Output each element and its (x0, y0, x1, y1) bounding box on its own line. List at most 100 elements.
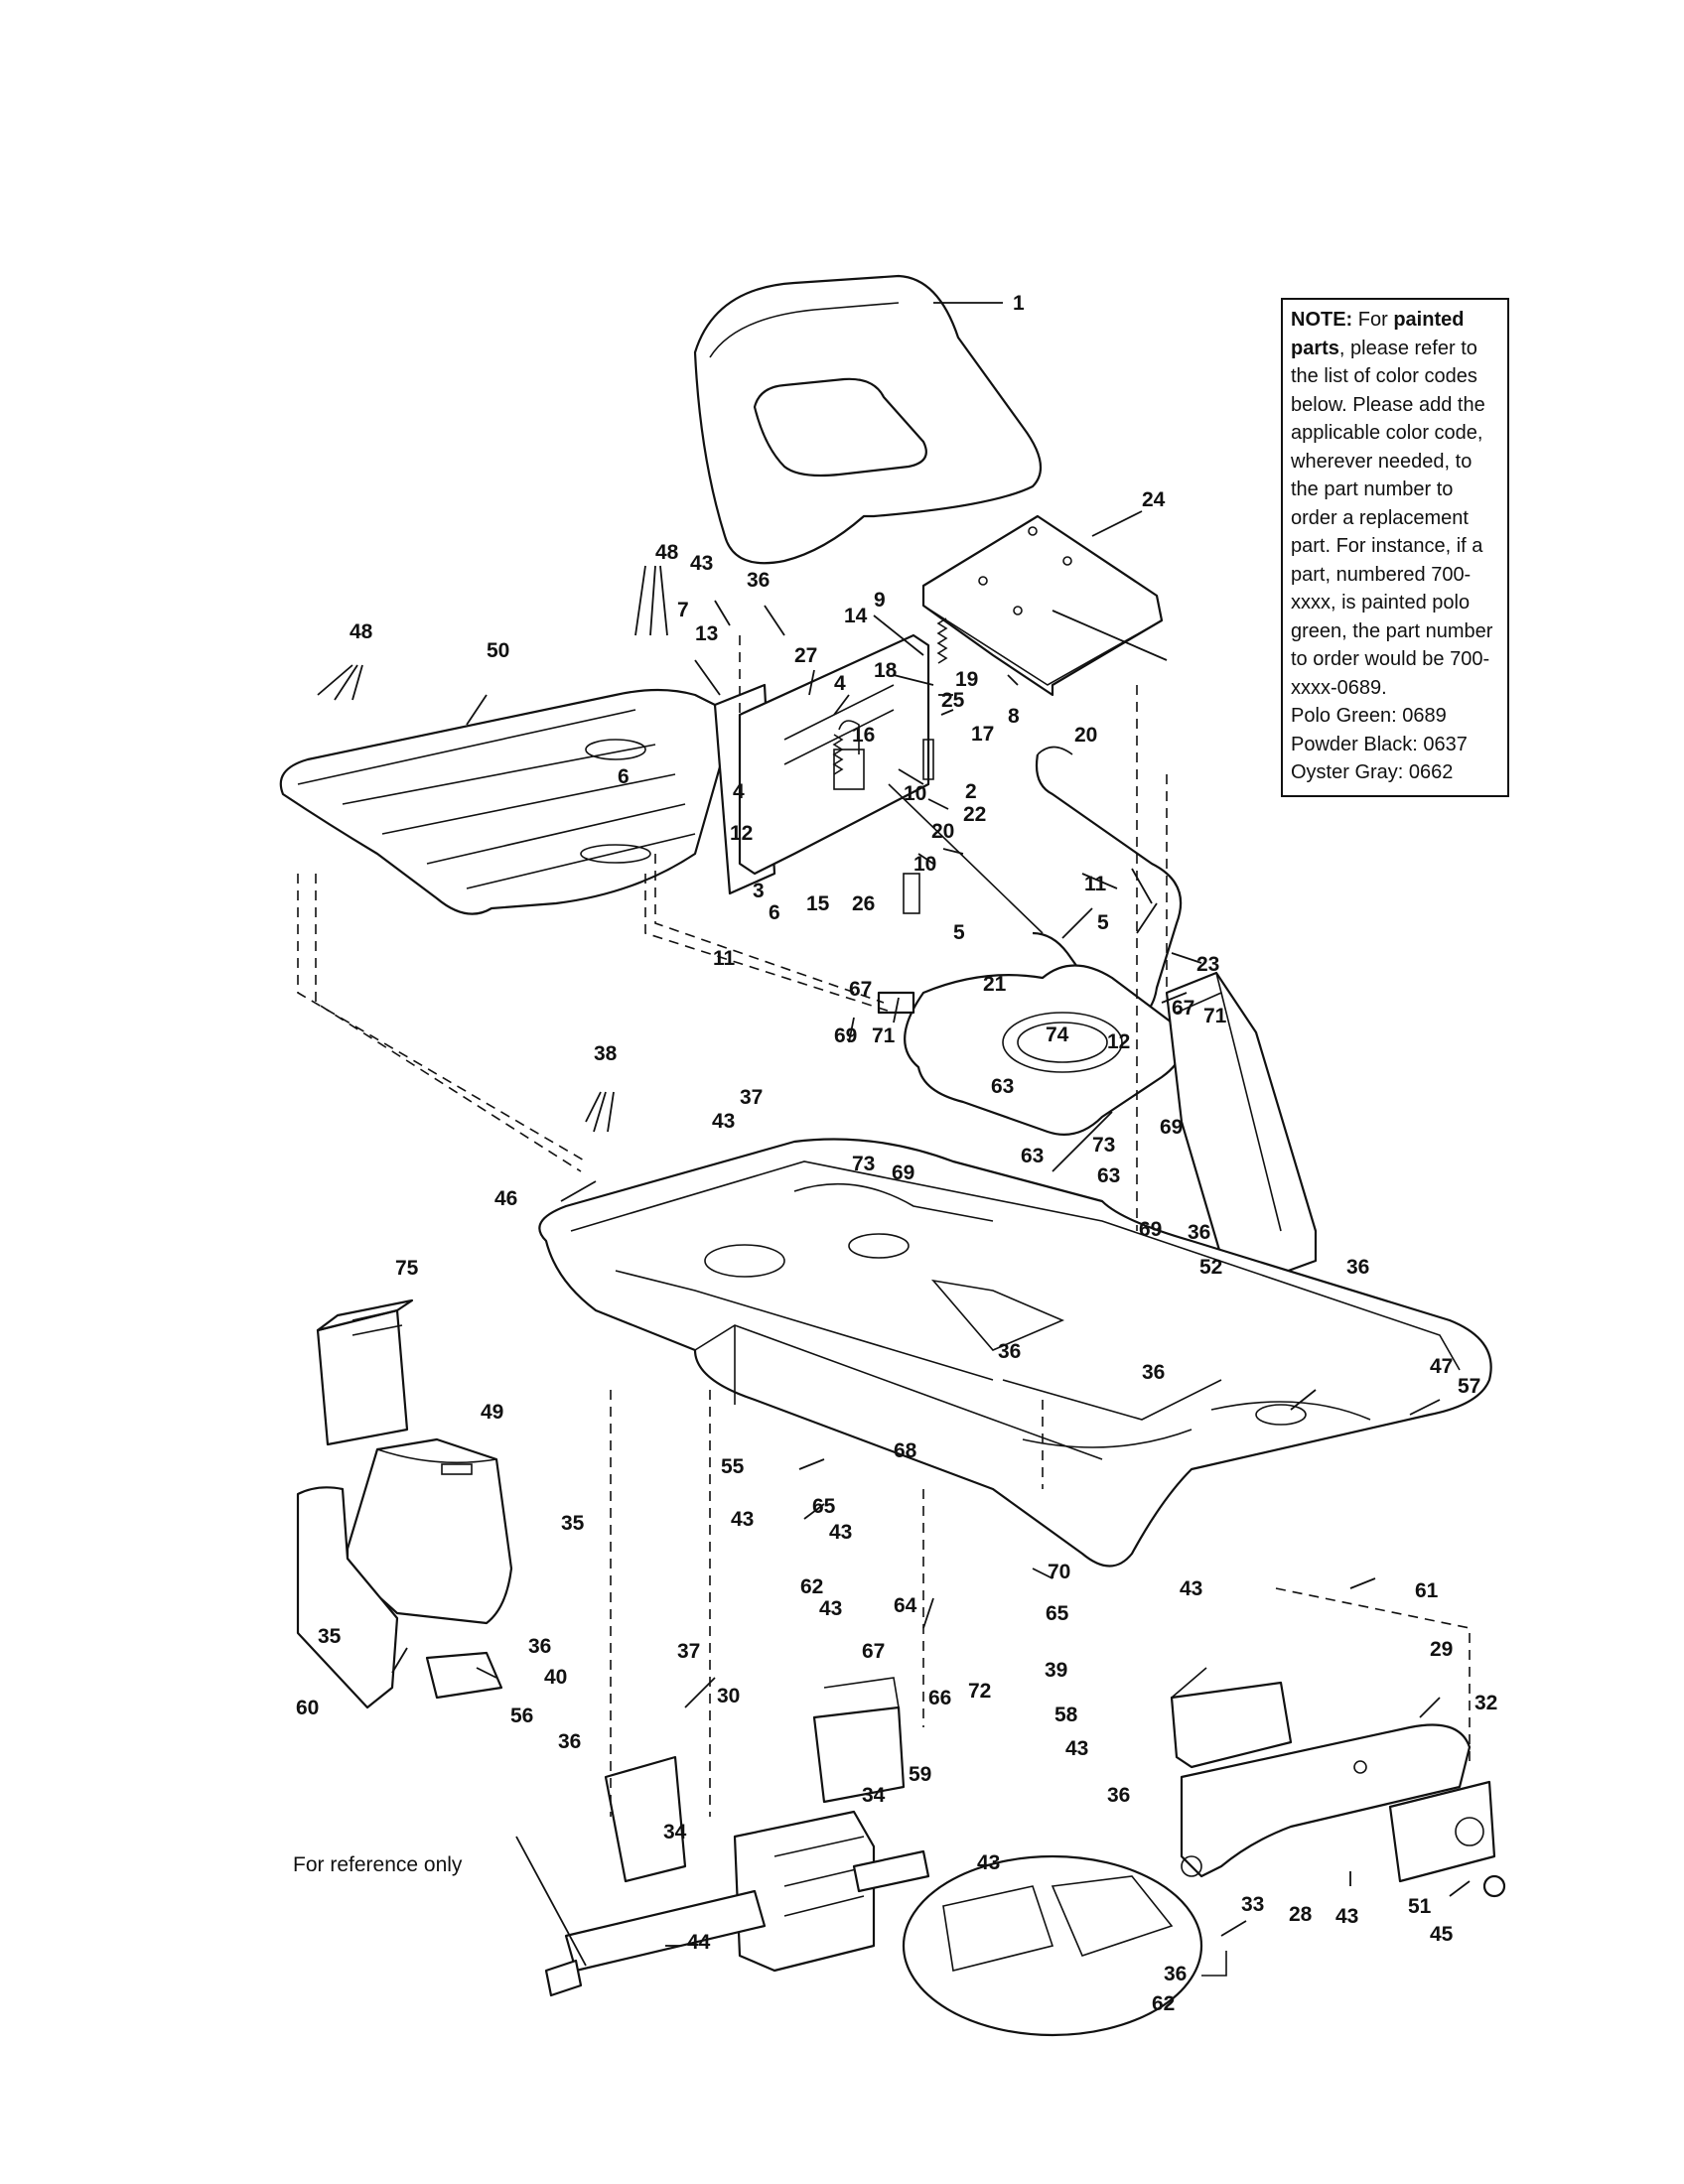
callout-26: 26 (852, 892, 875, 915)
callout-57: 57 (1458, 1375, 1480, 1398)
callout-36i: 36 (1164, 1963, 1187, 1985)
callout-43g: 43 (977, 1851, 1000, 1874)
callout-67b: 67 (1172, 997, 1194, 1020)
callout-73b: 73 (1092, 1134, 1115, 1157)
callout-27: 27 (794, 644, 817, 667)
callout-18: 18 (874, 659, 898, 682)
axle-bracket (1170, 1667, 1293, 1769)
callout-52: 52 (1199, 1256, 1222, 1279)
callout-62a: 62 (800, 1575, 823, 1598)
callout-74: 74 (1046, 1024, 1069, 1046)
battery-box (346, 1437, 513, 1625)
callout-38: 38 (594, 1042, 618, 1065)
callout-13: 13 (695, 622, 718, 645)
seat-mount-plate (877, 964, 1184, 1136)
callout-64: 64 (894, 1594, 917, 1617)
callout-69c: 69 (892, 1161, 914, 1184)
callout-36f: 36 (528, 1635, 551, 1658)
callout-32: 32 (1474, 1692, 1497, 1714)
callout-34b: 34 (663, 1821, 687, 1843)
steering-column-support (1165, 971, 1318, 1293)
callout-43e: 43 (819, 1597, 842, 1620)
callout-36g: 36 (558, 1730, 581, 1753)
callout-63a: 63 (991, 1075, 1014, 1098)
callout-17: 17 (971, 723, 994, 746)
callout-71b: 71 (1203, 1005, 1227, 1027)
callout-70: 70 (1048, 1561, 1070, 1583)
callout-21: 21 (983, 973, 1007, 996)
callout-48a: 48 (655, 541, 679, 564)
callout-19: 19 (955, 668, 978, 691)
seat (693, 274, 1043, 565)
callout-36d: 36 (998, 1340, 1021, 1363)
callout-4a: 4 (834, 672, 846, 695)
seat-pan (921, 514, 1164, 697)
spindle-bracket (1388, 1780, 1506, 1898)
callout-33: 33 (1241, 1893, 1264, 1916)
callout-8: 8 (1008, 705, 1020, 728)
callout-12a: 12 (730, 822, 753, 845)
callout-69d: 69 (1139, 1218, 1162, 1241)
callout-47: 47 (1430, 1355, 1453, 1378)
callout-30: 30 (717, 1685, 740, 1707)
seat-adjust-rod (888, 746, 1183, 1024)
callout-73a: 73 (852, 1153, 875, 1175)
note-painted-parts: painted parts (1291, 309, 1465, 359)
callout-36c: 36 (1346, 1256, 1369, 1279)
callout-48b: 48 (350, 620, 373, 643)
callout-20a: 20 (1074, 724, 1097, 747)
callout-68: 68 (894, 1439, 917, 1462)
callout-40: 40 (544, 1666, 567, 1689)
color-code-oyster-gray: Oyster Gray: 0662 (1291, 761, 1454, 783)
callout-6b: 6 (769, 901, 780, 924)
seat-springs (832, 617, 948, 780)
callout-65a: 65 (812, 1495, 836, 1518)
callout-67a: 67 (849, 978, 872, 1001)
callout-43c: 43 (829, 1521, 852, 1544)
callout-3: 3 (753, 880, 765, 902)
callout-36h: 36 (1107, 1784, 1130, 1807)
callout-37a: 37 (740, 1086, 763, 1109)
callout-61: 61 (1415, 1579, 1439, 1602)
callout-56: 56 (510, 1705, 533, 1727)
shift-bracket (812, 1677, 906, 1804)
callout-59: 59 (909, 1763, 931, 1786)
callout-36: 36 (747, 569, 770, 592)
battery-bracket (425, 1651, 503, 1700)
callout-67c: 67 (862, 1640, 885, 1663)
callout-63c: 63 (1097, 1164, 1120, 1187)
front-axle (1180, 1723, 1472, 1878)
callout-55: 55 (721, 1455, 745, 1478)
callout-7: 7 (677, 599, 689, 621)
callout-62b: 62 (1152, 1992, 1175, 2015)
callout-43: 43 (690, 552, 713, 575)
transaxle (544, 1755, 930, 1997)
callout-22: 22 (963, 803, 986, 826)
callout-72: 72 (968, 1680, 991, 1703)
callout-75: 75 (395, 1257, 419, 1280)
callout-11b: 11 (1084, 873, 1107, 895)
callout-23: 23 (1196, 953, 1219, 976)
callout-65b: 65 (1046, 1602, 1069, 1625)
callout-45: 45 (1430, 1923, 1454, 1946)
callout-43a: 43 (712, 1110, 735, 1133)
callout-43h: 43 (1335, 1905, 1358, 1928)
callout-44: 44 (687, 1931, 711, 1954)
assembly-lines (297, 635, 1471, 1817)
callout-34a: 34 (862, 1784, 886, 1807)
color-code-note: NOTE: For painted parts, please refer to… (1281, 298, 1509, 797)
callout-12b: 12 (1107, 1030, 1130, 1053)
detail-view (902, 1854, 1227, 2037)
battery-cover (296, 1486, 399, 1709)
callout-28: 28 (1289, 1903, 1313, 1926)
callout-labels: 1 24 48 48 43 36 13 50 27 14 9 18 4 19 2… (293, 292, 1497, 2015)
note-lead: NOTE: (1291, 309, 1353, 331)
callout-39: 39 (1045, 1659, 1067, 1682)
callout-24: 24 (1142, 488, 1166, 511)
callout-66: 66 (928, 1687, 951, 1709)
leader-lines (317, 302, 1471, 1967)
callout-50: 50 (487, 639, 509, 662)
color-code-powder-black: Powder Black: 0637 (1291, 733, 1468, 755)
callout-43f: 43 (1065, 1737, 1088, 1760)
callout-10a: 10 (904, 782, 926, 805)
